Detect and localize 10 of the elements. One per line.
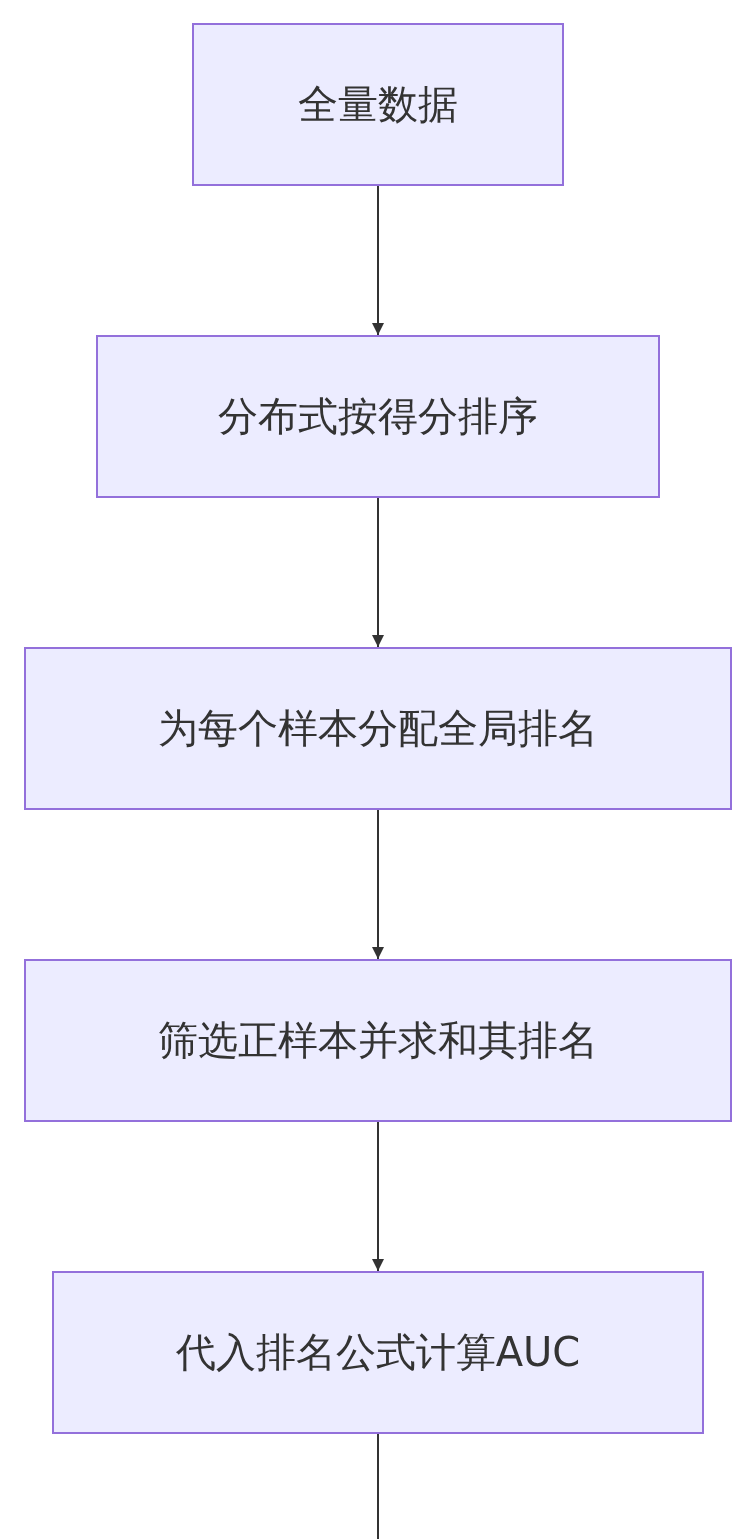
process-box: 筛选正样本并求和其排名 xyxy=(24,959,732,1122)
arrow xyxy=(372,1121,384,1272)
process-box: 为每个样本分配全局排名 xyxy=(24,647,732,810)
connector-line xyxy=(377,1433,379,1539)
arrow xyxy=(372,497,384,648)
process-box: 代入排名公式计算AUC xyxy=(52,1271,704,1434)
arrow xyxy=(372,185,384,336)
arrow xyxy=(372,809,384,960)
process-box: 全量数据 xyxy=(192,23,564,186)
process-box: 分布式按得分排序 xyxy=(96,335,660,498)
